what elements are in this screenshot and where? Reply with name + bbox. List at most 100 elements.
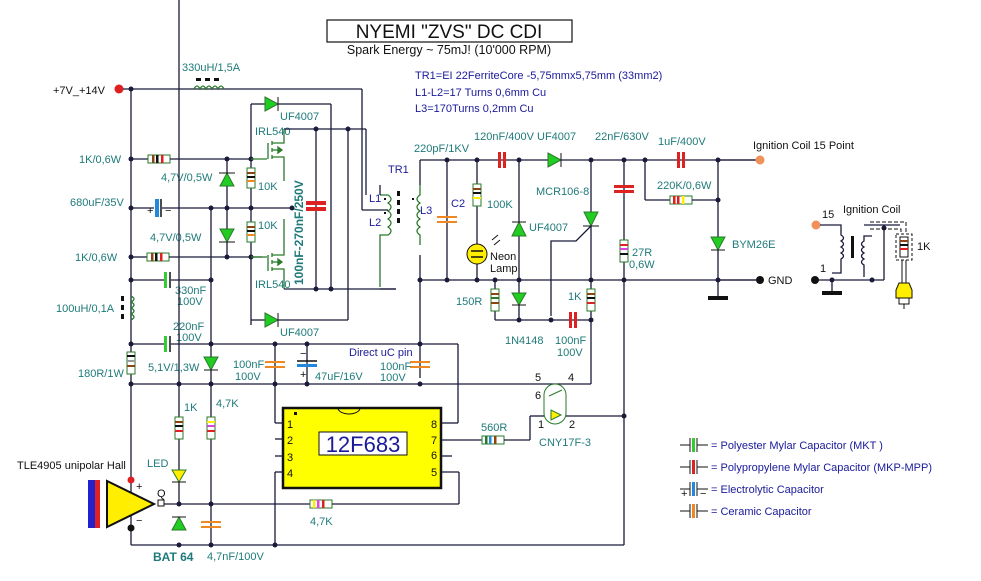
svg-text:+: +: [147, 205, 153, 217]
transformer-primary-icon: [379, 194, 392, 287]
label-cap-330n-1: 330nF: [175, 285, 206, 297]
label-l3: L3: [420, 205, 432, 217]
svg-text:+: +: [681, 488, 687, 500]
label-led: LED: [147, 458, 168, 470]
resistor-icon: [481, 435, 505, 445]
svg-text:+: +: [300, 369, 306, 381]
legend-label-electrolytic: = Electrolytic Capacitor: [711, 484, 824, 496]
label-cap-resonant: 100nF-270nF/250V: [292, 180, 306, 285]
label-cap-1u: 1uF/400V: [658, 136, 706, 148]
electrolytic-capacitor-icon: −+: [297, 348, 317, 381]
hall-q-terminal-icon: [157, 499, 165, 507]
label-r1k-gate: 1K: [568, 291, 582, 303]
mosfet-icon: [251, 219, 285, 289]
polypropylene-capacitor-icon: [677, 152, 685, 168]
coil-pin1-terminal-icon: [811, 276, 819, 284]
label-cap-bulk: 680uF/35V: [70, 197, 124, 209]
subtitle: Spark Energy ~ 75mJ! (10'000 RPM): [347, 43, 551, 57]
label-cap-100n-c-1: 100nF: [555, 335, 586, 347]
opto-pin-1: 1: [538, 419, 544, 431]
ceramic-capacitor-icon: [201, 521, 221, 528]
mcu-pin-2: 2: [287, 435, 293, 447]
resistor-icon: [619, 239, 629, 263]
spark-plug-icon: [895, 282, 913, 309]
legend-label-ceramic: = Ceramic Capacitor: [711, 506, 812, 518]
label-cap-220p: 220pF/1KV: [414, 143, 470, 155]
opto-pin-4: 4: [568, 372, 574, 384]
ceramic-capacitor-icon: [410, 361, 430, 368]
label-hall-q: Q: [157, 488, 166, 500]
label-neon-1: Neon: [490, 251, 516, 263]
diode-icon: [547, 152, 563, 168]
zener-diode-icon: [203, 356, 219, 372]
label-r47k-in: 4,7K: [310, 516, 333, 528]
gnd-terminal-icon: [756, 276, 764, 284]
legend-item-mkt: = Polyester Mylar Capacitor (MKT ): [680, 438, 883, 452]
label-cap-100n-a-1: 100nF: [233, 359, 264, 371]
ignition-point-terminal-icon: [755, 155, 765, 165]
ground-icon: [822, 291, 842, 295]
label-mosfet-bot: IRL540: [255, 279, 290, 291]
label-diode-hv: UF4007: [537, 131, 576, 143]
legend: = Polyester Mylar Capacitor (MKT ) = Pol…: [680, 438, 932, 518]
label-cap-100n-b-2: 100V: [380, 372, 406, 384]
mcu-pin-7: 7: [431, 435, 437, 447]
label-l2: L2: [369, 217, 381, 229]
mcu-pin-1: 1: [287, 419, 293, 431]
label-mosfet-top: IRL540: [255, 126, 290, 138]
mosfet-icon: [251, 129, 285, 181]
label-r-supply: 180R/1W: [78, 368, 124, 380]
resistor-icon: [490, 288, 500, 312]
scr-thyristor-icon: [583, 211, 599, 228]
electrolytic-capacitor-icon: +−: [147, 199, 171, 217]
transformer-note-2: L1-L2=17 Turns 0,6mm Cu: [415, 87, 546, 99]
resistor-icon: [174, 416, 184, 440]
hall-minus-terminal-icon: [127, 524, 135, 532]
label-r27-2: 0,6W: [629, 259, 655, 271]
neon-lamp-icon: [466, 234, 501, 265]
led-icon: [171, 469, 187, 483]
label-bat64: BAT 64: [153, 550, 194, 564]
label-diode-top: UF4007: [280, 111, 319, 123]
label-cap-330n-2: 100V: [177, 296, 203, 308]
label-cap-47n: 4,7nF/100V: [207, 551, 265, 563]
label-1n4148: 1N4148: [505, 335, 544, 347]
coil-pin15-label: 15: [822, 209, 834, 221]
resistor-icon: [146, 252, 170, 262]
label-r47k-pull: 4,7K: [216, 398, 239, 410]
transformer-note-1: TR1=EI 22FerriteCore -5,75mmx5,75mm (33m…: [415, 70, 662, 82]
label-zener-51: 5,1V/1,3W: [148, 362, 200, 374]
diode-icon: [511, 220, 527, 237]
label-cap-47u: 47uF/16V: [315, 371, 363, 383]
resistor-icon: [309, 499, 333, 509]
ceramic-capacitor-icon: [437, 216, 457, 223]
svg-text:−: −: [165, 205, 171, 217]
label-cap-22n: 22nF/630V: [595, 131, 649, 143]
label-choke-main: 330uH/1,5A: [182, 62, 241, 74]
opto-pin-2: 2: [569, 419, 575, 431]
inductor-icon: [121, 295, 135, 321]
label-r-gate-bot: 1K/0,6W: [75, 252, 118, 264]
label-cap-100n-c-2: 100V: [557, 347, 583, 359]
label-cap-120n: 120nF/400V: [474, 131, 535, 143]
polypropylene-capacitor-icon: [306, 201, 326, 211]
coil-resistor-label: 1K: [917, 241, 931, 253]
resistor-icon: [246, 167, 256, 189]
label-hall-minus: −: [136, 515, 142, 527]
label-r560: 560R: [481, 422, 507, 434]
title-box: [326, 19, 573, 43]
resistor-icon: [206, 416, 216, 440]
resistor-icon: [246, 221, 256, 243]
schottky-diode-icon: [171, 515, 187, 531]
label-zener-top: 4,7V/0,5W: [161, 172, 213, 184]
transformer-note-3: L3=170Turns 0,2mm Cu: [415, 103, 534, 115]
hall-plus-terminal-icon: [127, 476, 135, 484]
label-c2: C2: [451, 198, 465, 210]
label-direct-pin: Direct uC pin: [349, 347, 413, 359]
mcu-pin-3: 3: [287, 452, 293, 464]
label-r27-1: 27R: [632, 247, 652, 259]
polyester-capacitor-icon: [164, 336, 167, 352]
label-r10k-top: 10K: [258, 181, 278, 193]
